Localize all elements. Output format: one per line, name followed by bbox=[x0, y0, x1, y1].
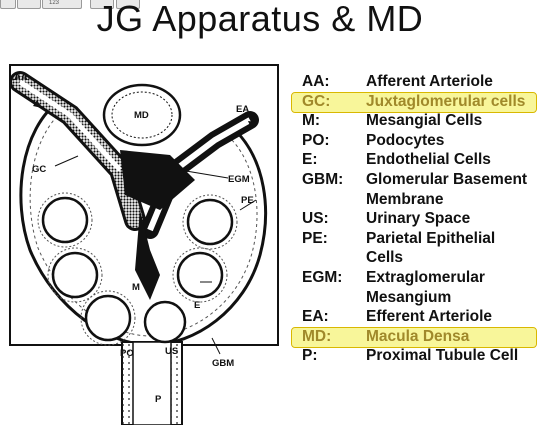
label-pe: PE bbox=[241, 195, 254, 206]
toolbar-button[interactable] bbox=[17, 0, 41, 9]
legend-description: Proximal Tubule Cell bbox=[366, 347, 519, 365]
legend-description: Cells bbox=[366, 249, 404, 267]
label-egm: EGM bbox=[228, 174, 250, 185]
legend-abbreviation: PE: bbox=[302, 229, 328, 247]
tubule-cells-right bbox=[171, 342, 182, 425]
extraglomerular-mesangium bbox=[120, 150, 195, 210]
efferent-arrowhead bbox=[248, 121, 258, 128]
legend-abbreviation: GC: bbox=[302, 92, 331, 110]
toolbar-counter-label: 123 bbox=[49, 0, 60, 6]
legend-row: AA: Afferent Arteriole bbox=[292, 73, 542, 93]
legend-description: Juxtaglomerular cells bbox=[366, 92, 526, 110]
legend-description: Glomerular Basement bbox=[366, 170, 528, 188]
legend-description: Endothelial Cells bbox=[366, 151, 491, 169]
label-p: P bbox=[155, 394, 162, 405]
leader-gc bbox=[54, 155, 79, 167]
label-po: PO bbox=[120, 348, 134, 359]
toolbar-button[interactable] bbox=[90, 0, 114, 9]
legend-row: Mesangium bbox=[292, 289, 542, 309]
leader-gbm bbox=[211, 337, 221, 355]
legend-description: Urinary Space bbox=[366, 210, 471, 228]
legend-abbreviation: P: bbox=[302, 347, 318, 365]
legend-abbreviation: US: bbox=[302, 210, 329, 228]
slide-title: JG Apparatus & MD bbox=[96, 0, 424, 39]
legend-abbreviation: EA: bbox=[302, 308, 329, 326]
capillary-loop bbox=[143, 300, 187, 344]
capillary-loop bbox=[176, 251, 224, 299]
macula-densa-lumen bbox=[111, 91, 173, 139]
legend-row: PO: Podocytes bbox=[292, 132, 542, 152]
legend-row: EA: Efferent Arteriole bbox=[292, 308, 542, 328]
legend-row-highlighted: GC: Juxtaglomerular cells bbox=[291, 91, 537, 114]
legend-row: M: Mesangial Cells bbox=[292, 112, 542, 132]
podocyte-layers bbox=[37, 192, 238, 346]
legend-row: EGM: Extraglomerular bbox=[292, 269, 542, 289]
label-md: MD bbox=[134, 110, 149, 121]
label-gbm: GBM bbox=[212, 358, 234, 369]
capillary-loop bbox=[41, 196, 89, 244]
legend-row: US: Urinary Space bbox=[292, 210, 542, 230]
legend-description: Extraglomerular bbox=[366, 268, 485, 286]
legend-description: Mesangial Cells bbox=[366, 112, 483, 130]
legend-row: GBM: Glomerular Basement bbox=[292, 171, 542, 191]
toolbar-strip: 123 bbox=[0, 0, 140, 9]
mesangial-stalk bbox=[135, 210, 160, 300]
label-ea: EA bbox=[236, 104, 249, 115]
legend-description: Macula Densa bbox=[366, 327, 470, 345]
tubule-cells-left bbox=[122, 342, 133, 425]
legend-abbreviation: EGM: bbox=[302, 268, 343, 286]
legend-row: Membrane bbox=[292, 191, 542, 211]
legend-row-highlighted: MD: Macula Densa bbox=[291, 326, 537, 349]
legend-description: Membrane bbox=[366, 190, 444, 208]
capillary-loops bbox=[41, 196, 234, 344]
legend-description: Mesangium bbox=[366, 288, 452, 306]
legend-description: Parietal Epithelial bbox=[366, 229, 496, 247]
leader-pe bbox=[239, 199, 257, 211]
legend-row: E: Endothelial Cells bbox=[292, 151, 542, 171]
label-e: E bbox=[194, 300, 200, 311]
legend-abbreviation: MD: bbox=[302, 327, 332, 345]
legend-abbreviation: E: bbox=[302, 151, 318, 169]
toolbar-counter-button[interactable]: 123 bbox=[42, 0, 82, 9]
capillary-loop bbox=[186, 198, 234, 246]
legend-row: Cells bbox=[292, 249, 542, 269]
toolbar-button[interactable] bbox=[116, 0, 140, 9]
label-gc: GC bbox=[32, 164, 46, 175]
capillary-loop bbox=[84, 294, 132, 342]
jg-apparatus-diagram: AA MD EA GC EGM PE M E PO US GBM P bbox=[0, 60, 285, 426]
legend-description: Efferent Arteriole bbox=[366, 308, 493, 326]
legend-abbreviation: AA: bbox=[302, 73, 330, 90]
legend-row: P: Proximal Tubule Cell bbox=[292, 347, 542, 367]
label-aa: AA bbox=[14, 72, 28, 83]
legend-abbreviation: GBM: bbox=[302, 170, 344, 188]
capillary-loop bbox=[51, 251, 99, 299]
legend-description: Podocytes bbox=[366, 131, 445, 149]
legend-abbreviation: PO: bbox=[302, 131, 330, 149]
legend-abbreviation: M: bbox=[302, 112, 321, 130]
legend-description: Afferent Arteriole bbox=[366, 73, 493, 90]
afferent-arrowhead bbox=[33, 100, 42, 108]
afferent-arteriole-lumen bbox=[18, 79, 122, 172]
toolbar-button[interactable] bbox=[0, 0, 16, 9]
label-us: US bbox=[165, 346, 178, 357]
diagram-svg: AA MD EA GC EGM PE M E PO US GBM P bbox=[9, 64, 279, 426]
legend-row: PE: Parietal Epithelial bbox=[292, 230, 542, 250]
label-m: M bbox=[132, 282, 140, 293]
leader-egm bbox=[179, 169, 229, 179]
